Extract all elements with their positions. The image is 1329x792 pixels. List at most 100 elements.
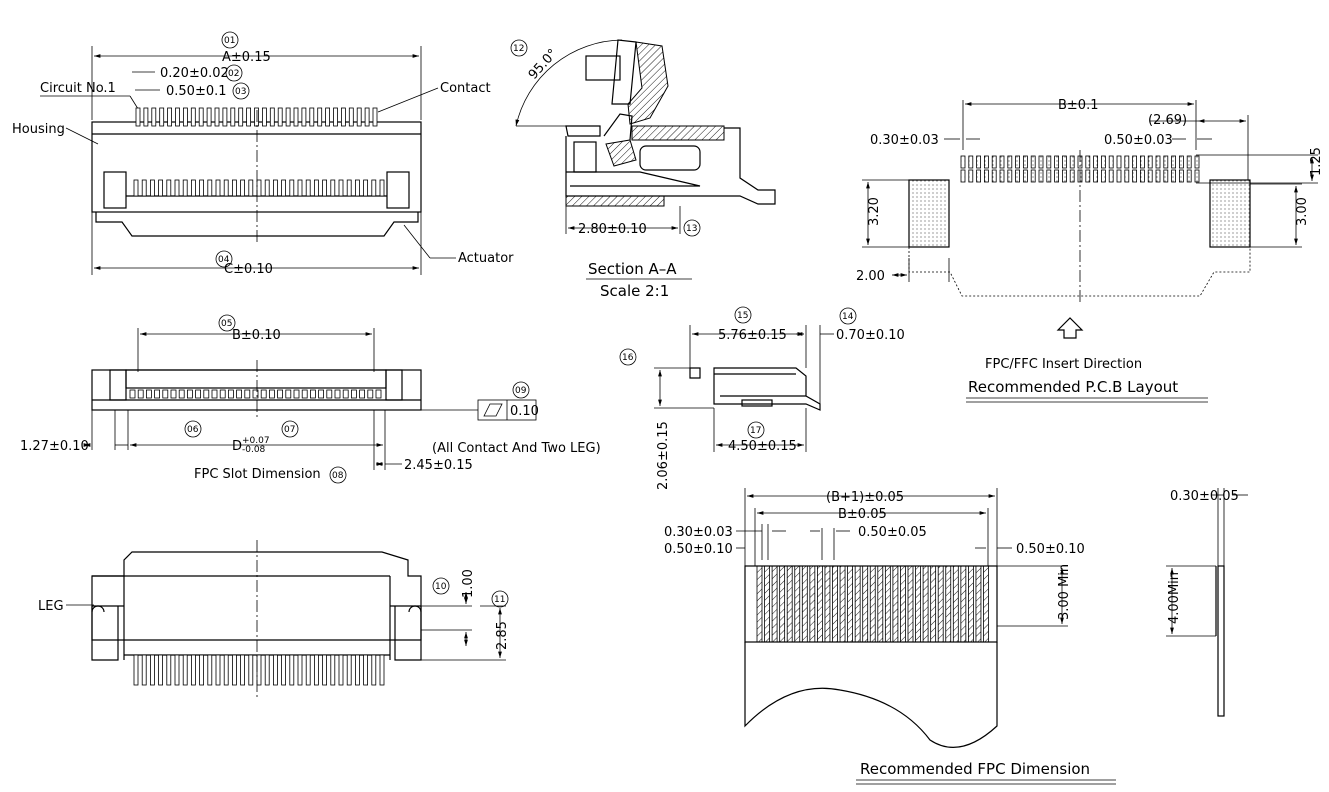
fpc-trace xyxy=(847,565,853,643)
front-dim-b: B±0.10 xyxy=(232,328,281,343)
pcb-pad xyxy=(984,155,989,169)
callout-07 xyxy=(281,420,299,438)
contact-pin xyxy=(133,654,139,686)
top-view: A±0.15 01 0.20±0.02 02 0.50±0.1 03 Circu… xyxy=(12,31,514,277)
pcb-pad xyxy=(1163,169,1169,183)
contact-pin xyxy=(230,107,236,127)
callout-10 xyxy=(432,577,450,595)
svg-text:16: 16 xyxy=(622,353,634,363)
contact-pin xyxy=(129,389,136,399)
contact-pin xyxy=(305,654,311,686)
fpc-trace xyxy=(877,565,884,643)
contact-pin xyxy=(207,179,213,197)
svg-text:08: 08 xyxy=(332,471,344,481)
housing-label: Housing xyxy=(12,122,65,137)
pcb-dim-b: B±0.1 xyxy=(1058,98,1099,113)
contact-pin xyxy=(350,389,357,399)
contact-pin xyxy=(346,179,352,197)
pcb-pad xyxy=(1054,155,1059,169)
contact-pin xyxy=(289,654,295,686)
pcb-pad xyxy=(1116,169,1122,183)
top-pins-upper xyxy=(135,107,378,127)
contact-pin xyxy=(223,654,229,686)
contact-pin xyxy=(223,179,229,197)
fpc-title: Recommended FPC Dimension xyxy=(860,760,1090,778)
contact-pin xyxy=(190,107,196,127)
pcb-dim-300: 3.00 xyxy=(1295,197,1310,226)
contact-pin xyxy=(260,389,267,399)
contact-pin xyxy=(206,107,212,127)
contact-pin xyxy=(199,654,205,686)
pcb-pad xyxy=(1023,169,1028,183)
pcb-pad xyxy=(1069,169,1075,183)
fpc-dim-050a: 0.50±0.10 xyxy=(664,542,733,557)
contact-pin xyxy=(236,389,243,399)
callout-04 xyxy=(215,250,233,268)
front-view: 05 B±0.10 1.27±0.10 06 07 D +0.07 -0.08 … xyxy=(20,314,601,484)
contact-pin xyxy=(281,179,287,197)
pcb-pad xyxy=(1093,155,1098,169)
pcb-pad xyxy=(1194,169,1200,183)
pcb-pad xyxy=(1108,155,1114,169)
contact-pin xyxy=(141,654,147,686)
contact-pin xyxy=(285,107,291,127)
front-dim-d-tol-dn: -0.08 xyxy=(242,445,266,455)
fpc-trace xyxy=(952,565,959,643)
svg-text:10: 10 xyxy=(435,582,447,592)
pcb-pad xyxy=(991,155,997,169)
pcb-pad xyxy=(1101,169,1106,183)
pcb-pad xyxy=(1062,169,1067,183)
svg-text:07: 07 xyxy=(284,425,295,435)
contact-pin xyxy=(333,107,338,127)
pcb-dim-269: (2.69) xyxy=(1148,113,1187,128)
pcb-pad xyxy=(991,169,997,183)
pcb-pad xyxy=(1030,169,1036,183)
contact-pin xyxy=(293,107,299,127)
fpc-trace xyxy=(884,565,891,643)
contact-pin xyxy=(289,179,295,197)
contact-pin xyxy=(248,179,254,197)
contact-pin xyxy=(256,179,262,197)
contact-pin xyxy=(375,389,382,399)
callout-02 xyxy=(225,64,243,82)
pcb-pad xyxy=(976,155,981,169)
contact-pin xyxy=(264,654,270,686)
pcb-layout: B±0.1 (2.69) 0.30±0.03 0.50±0.03 1.25 3.… xyxy=(856,98,1324,403)
fpc-dim-400: 4.00Min xyxy=(1167,572,1182,624)
fpc-trace xyxy=(968,565,974,643)
contact-pin xyxy=(330,179,336,197)
pcb-pad xyxy=(1038,169,1044,183)
pcb-pad xyxy=(968,155,974,169)
svg-text:12: 12 xyxy=(513,44,524,54)
bottom-dim-285: 2.85 xyxy=(495,621,510,650)
contact-pin xyxy=(240,654,246,686)
contact-pin xyxy=(322,654,328,686)
contact-pin xyxy=(248,654,254,686)
contact-pin xyxy=(167,107,173,127)
fpc-trace xyxy=(824,565,831,643)
pcb-pad xyxy=(1007,169,1013,183)
pcb-dim-200: 2.00 xyxy=(856,269,885,284)
callout-17 xyxy=(747,421,765,439)
fpc-trace xyxy=(794,565,801,643)
section-dim-label: 2.80±0.10 xyxy=(578,222,647,237)
pcb-pad xyxy=(1155,155,1161,169)
svg-text:03: 03 xyxy=(235,87,246,97)
pcb-pad xyxy=(1046,169,1052,183)
contact-pin xyxy=(158,654,164,686)
fpc-trace xyxy=(869,565,876,643)
contact-pin xyxy=(379,179,385,197)
flatness-icon xyxy=(483,403,503,417)
pcb-pad xyxy=(1124,169,1130,183)
contact-pin xyxy=(372,107,378,127)
contact-pin xyxy=(149,179,155,197)
contact-pin xyxy=(297,654,303,686)
contact-pin xyxy=(277,389,284,399)
pcb-pad xyxy=(1171,155,1176,169)
contact-pin xyxy=(330,654,336,686)
contact-pin xyxy=(272,654,278,686)
pcb-pitch: 0.50±0.03 xyxy=(1104,133,1173,148)
contact-pin xyxy=(367,389,374,399)
pcb-pad xyxy=(1171,169,1176,183)
dim-a-label: A±0.15 xyxy=(222,50,271,65)
